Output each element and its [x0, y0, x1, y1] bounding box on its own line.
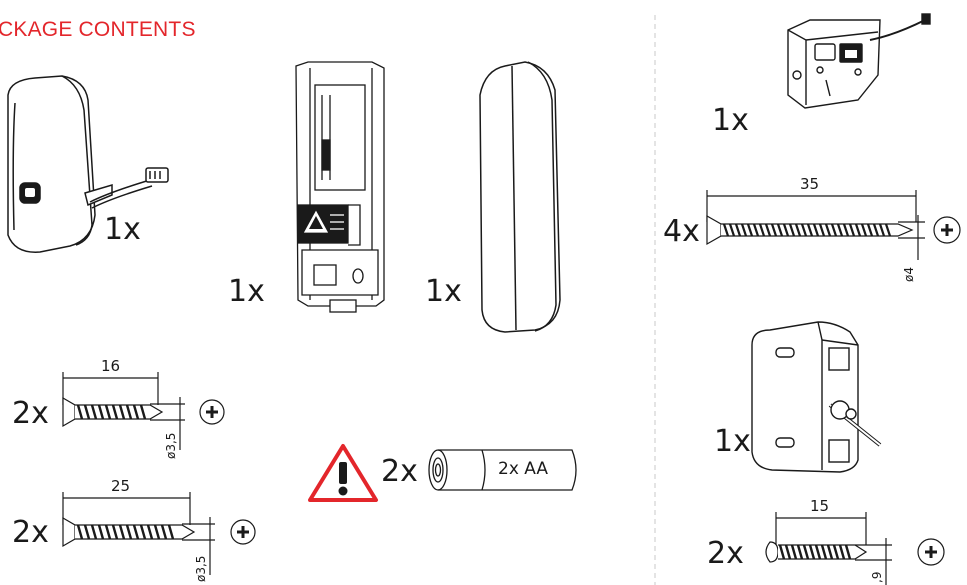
screw-35-illustration — [706, 190, 961, 260]
screw-25-diameter: ø3,5 — [194, 555, 208, 582]
screw-35-quantity: 4x — [663, 214, 700, 249]
reader-unit-illustration — [7, 75, 169, 253]
lock-body-illustration — [787, 13, 931, 109]
mounting-bracket-illustration — [295, 61, 385, 313]
screw-15-quantity: 2x — [707, 536, 744, 571]
section-title: CKAGE CONTENTS — [0, 18, 196, 41]
screw-35-length: 35 — [800, 175, 820, 193]
screw-25-illustration — [62, 492, 256, 575]
screw-16-length: 16 — [101, 357, 121, 375]
screw-15-illustration — [765, 512, 945, 585]
screw-25-quantity: 2x — [12, 515, 49, 550]
warning-icon — [308, 444, 378, 502]
screw-15-length: 15 — [810, 497, 830, 515]
battery-illustration — [428, 449, 577, 491]
screw-16-diameter: ø3,5 — [164, 432, 178, 459]
screw-35-diameter: ø4 — [902, 267, 916, 282]
bracket-quantity: 1x — [228, 274, 265, 309]
cover-illustration — [479, 61, 561, 333]
battery-label: 2x AA — [498, 459, 549, 479]
cover-quantity: 1x — [425, 274, 462, 309]
screw-25-length: 25 — [111, 477, 131, 495]
lock-body-quantity: 1x — [712, 103, 749, 138]
screw-16-quantity: 2x — [12, 396, 49, 431]
strike-plate-illustration — [751, 321, 882, 473]
strike-plate-quantity: 1x — [714, 424, 751, 459]
screw-15-diameter: ,9 — [870, 571, 884, 583]
screw-16-illustration — [62, 372, 225, 450]
battery-quantity: 2x — [381, 454, 418, 489]
reader-quantity: 1x — [104, 212, 141, 247]
